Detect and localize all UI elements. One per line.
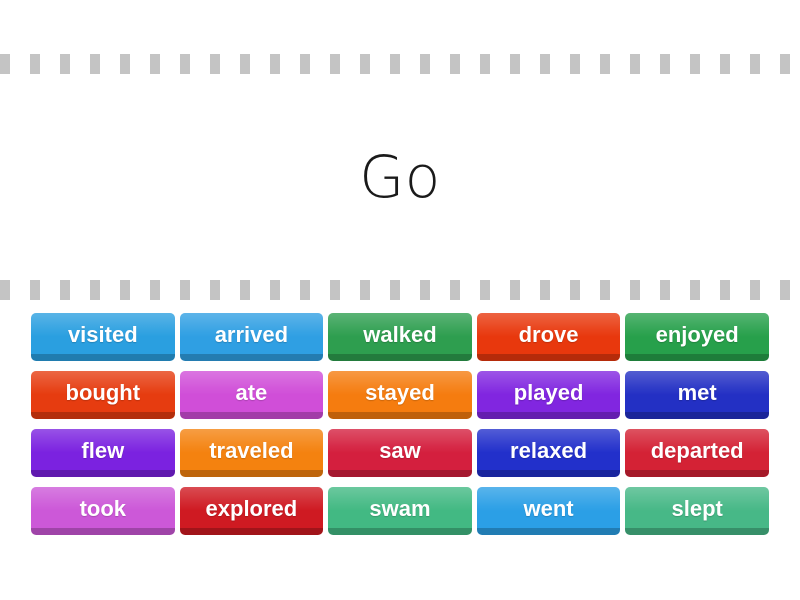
- word-tile-played[interactable]: played: [476, 371, 621, 419]
- word-tile-went[interactable]: went: [476, 487, 621, 535]
- word-tile-label: arrived: [214, 321, 289, 347]
- word-tile-grid: visited arrived walked drove enjoyed bought at…: [31, 313, 769, 535]
- word-tile-visited[interactable]: visited: [31, 313, 175, 361]
- word-tile-label: went: [523, 495, 574, 521]
- word-tile-flew[interactable]: flew: [31, 429, 175, 477]
- word-tile-bought[interactable]: bought: [31, 371, 175, 419]
- word-tile-arrived[interactable]: arrived: [179, 313, 324, 361]
- word-tile-label: saw: [379, 437, 421, 463]
- word-tile-label: traveled: [209, 437, 294, 463]
- word-tile-enjoyed[interactable]: enjoyed: [625, 313, 769, 361]
- word-tile-label: departed: [650, 437, 744, 463]
- word-tile-label: met: [677, 379, 717, 405]
- word-tile-traveled[interactable]: traveled: [179, 429, 324, 477]
- word-tile-departed[interactable]: departed: [625, 429, 769, 477]
- word-tile-label: slept: [671, 495, 723, 521]
- word-tile-label: enjoyed: [655, 321, 739, 347]
- word-tile-row: took explored swam went slept: [31, 487, 769, 535]
- word-tile-label: visited: [67, 321, 138, 347]
- page-title: Go: [359, 143, 441, 211]
- prompt-area: Go: [0, 74, 800, 280]
- word-tile-label: swam: [369, 495, 431, 521]
- word-tile-row: flew traveled saw relaxed departed: [31, 429, 769, 477]
- dashed-divider-top: [0, 54, 800, 74]
- word-tile-took[interactable]: took: [31, 487, 175, 535]
- word-tile-label: walked: [363, 321, 437, 347]
- word-tile-label: explored: [205, 495, 298, 521]
- word-tile-label: bought: [65, 379, 141, 405]
- word-tile-label: played: [513, 379, 584, 405]
- word-tile-explored[interactable]: explored: [179, 487, 324, 535]
- word-tile-row: visited arrived walked drove enjoyed: [31, 313, 769, 361]
- word-tile-label: took: [79, 495, 127, 521]
- word-tile-label: flew: [81, 437, 125, 463]
- word-tile-label: stayed: [365, 379, 435, 405]
- word-tile-stayed[interactable]: stayed: [328, 371, 472, 419]
- word-tile-slept[interactable]: slept: [625, 487, 769, 535]
- word-tile-saw[interactable]: saw: [328, 429, 472, 477]
- word-tile-label: drove: [518, 321, 579, 347]
- word-tile-row: bought ate stayed played met: [31, 371, 769, 419]
- word-tile-relaxed[interactable]: relaxed: [476, 429, 621, 477]
- word-tile-label: ate: [235, 379, 268, 405]
- word-tile-ate[interactable]: ate: [179, 371, 324, 419]
- dashed-divider-bottom: [0, 280, 800, 300]
- word-tile-swam[interactable]: swam: [328, 487, 472, 535]
- word-tile-walked[interactable]: walked: [328, 313, 472, 361]
- word-tile-label: relaxed: [510, 437, 588, 463]
- word-tile-met[interactable]: met: [625, 371, 769, 419]
- word-tile-drove[interactable]: drove: [476, 313, 621, 361]
